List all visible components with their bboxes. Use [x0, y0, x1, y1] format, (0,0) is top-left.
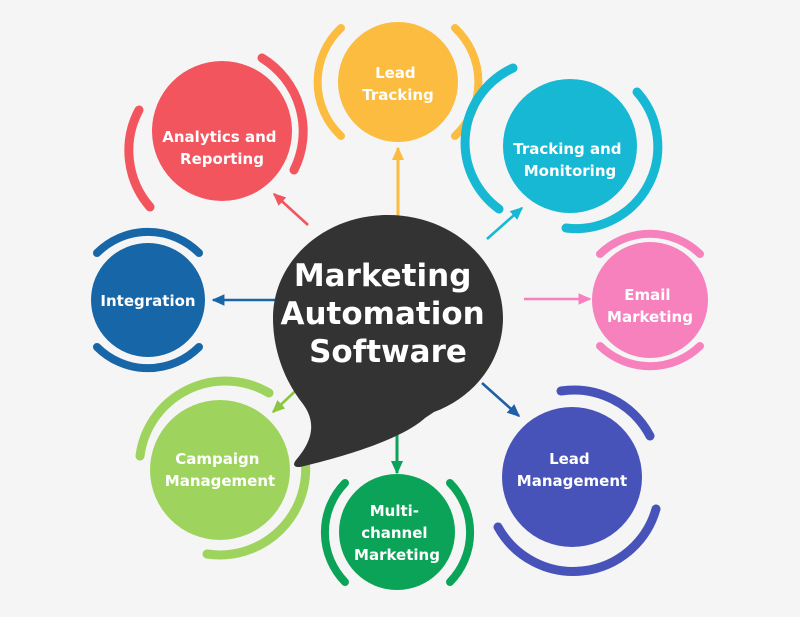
label-analytics-and-reporting: Analytics and Reporting: [162, 128, 281, 168]
label-line: Analytics and: [162, 128, 276, 146]
label-tracking-and-monitoring: Tracking and Monitoring: [513, 140, 627, 180]
node-analytics-and-reporting[interactable]: [152, 61, 292, 201]
arrow-to-lead-management: [481, 382, 521, 417]
center-label: Marketing Automation Software: [280, 258, 495, 370]
center-line-0: Marketing: [294, 258, 472, 294]
node-multi-channel-marketing[interactable]: [339, 474, 455, 590]
center-line-1: Automation: [280, 296, 484, 332]
tracking-and-monitoring-rings: [460, 63, 663, 234]
label-lead-tracking: Lead Tracking: [362, 64, 434, 104]
arrow-to-analytics-and-reporting: [272, 193, 309, 226]
email-marketing-rings: [596, 229, 704, 371]
label-lead-management: Lead Management: [517, 450, 627, 490]
node-email-marketing[interactable]: [592, 242, 708, 358]
label-line: Monitoring: [524, 162, 616, 180]
label-line: Multi-: [370, 502, 419, 520]
center-speech-bubble[interactable]: [273, 215, 503, 468]
label-line: Reporting: [180, 150, 264, 168]
label-line: Management: [517, 472, 627, 490]
node-integration[interactable]: [91, 243, 205, 357]
label-line: Lead: [549, 450, 590, 468]
label-line: Management: [165, 472, 275, 490]
label-line: Marketing: [607, 308, 693, 326]
lead-management-rings: [493, 385, 661, 576]
label-line: Campaign: [175, 450, 259, 468]
label-line: Integration: [100, 292, 195, 310]
arrow-to-tracking-and-monitoring: [486, 207, 524, 240]
analytics-and-reporting-rings: [124, 53, 308, 212]
label-multi-channel-marketing: Multi- channel Marketing: [354, 502, 440, 564]
integration-rings: [93, 227, 203, 373]
label-email-marketing: Email Marketing: [607, 286, 693, 326]
node-campaign-management[interactable]: [150, 400, 290, 540]
label-line: Tracking and: [513, 140, 621, 158]
multi-channel-marketing-rings: [320, 479, 475, 586]
center-line-2: Software: [309, 334, 467, 370]
label-line: channel: [361, 524, 427, 542]
label-line: Tracking: [362, 86, 434, 104]
label-line: Lead: [375, 64, 416, 82]
node-lead-management[interactable]: [502, 407, 642, 547]
node-lead-tracking[interactable]: [338, 22, 458, 142]
label-line: Email: [624, 286, 670, 304]
label-line: Marketing: [354, 546, 440, 564]
campaign-management-rings: [135, 376, 311, 560]
label-integration: Integration: [100, 292, 195, 310]
node-tracking-and-monitoring[interactable]: [503, 79, 637, 213]
label-campaign-management: Campaign Management: [165, 450, 275, 490]
